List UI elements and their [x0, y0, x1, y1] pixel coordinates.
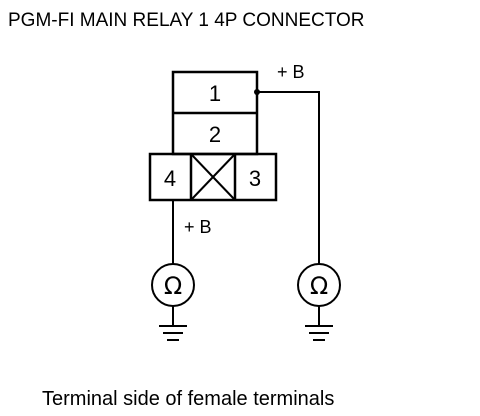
ohm-icon: Ω — [310, 272, 328, 300]
pin-2-label: 2 — [209, 122, 221, 147]
left-ohmmeter: Ω — [151, 263, 195, 307]
wire-pin1-to-right-meter — [257, 91, 320, 264]
right-ground-icon — [305, 306, 333, 341]
pin-1-label: 1 — [209, 81, 221, 106]
ohm-icon: Ω — [164, 272, 182, 300]
connector-housing — [148, 70, 278, 202]
right-ohmmeter: Ω — [297, 263, 341, 307]
plus-b-label-pin4: + B — [184, 217, 212, 237]
pin-4-label: 4 — [164, 166, 176, 191]
blank-cavity-mark — [190, 153, 236, 201]
plus-b-label-pin1: + B — [277, 62, 305, 82]
left-ground-icon — [159, 306, 187, 341]
pin-3-label: 3 — [249, 166, 261, 191]
diagram-title: PGM-FI MAIN RELAY 1 4P CONNECTOR — [8, 10, 365, 31]
pin-1-probe-dot — [254, 89, 260, 95]
diagram-caption: Terminal side of female terminals — [42, 388, 334, 410]
